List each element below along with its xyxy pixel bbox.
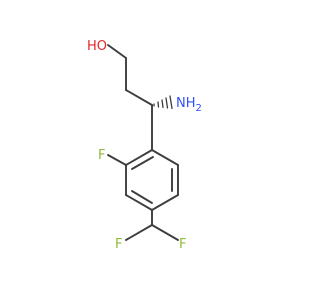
bond-cf2-f-left	[125, 224, 153, 241]
amine-label-main: NH	[176, 96, 196, 111]
ring-fluorine-label: F	[98, 148, 105, 163]
stereo-hash-bond	[153, 95, 173, 110]
hydroxyl-label: HO	[87, 39, 107, 54]
difluoro-right-label: F	[179, 237, 186, 252]
amine-label-subscript: 2	[196, 103, 202, 114]
ring-bond-3	[125, 194, 153, 211]
ring-bond-6	[151, 149, 179, 166]
ring-bond-1	[125, 149, 153, 166]
bond-o-c1	[107, 44, 127, 59]
bond-layer	[107, 44, 179, 241]
atom-layer: HO NH2 F F F	[87, 39, 202, 252]
ring-double-bond-2	[131, 190, 153, 204]
bond-ring-f	[107, 154, 127, 166]
bond-c2-c3	[125, 89, 153, 106]
amine-label: NH2	[176, 96, 202, 114]
difluoro-left-label: F	[115, 237, 122, 252]
ring-double-bond-1	[131, 156, 154, 170]
molecule-structure: HO NH2 F F F	[87, 39, 202, 252]
ring-bond-4	[151, 194, 179, 211]
bond-cf2-f-right	[151, 224, 179, 241]
